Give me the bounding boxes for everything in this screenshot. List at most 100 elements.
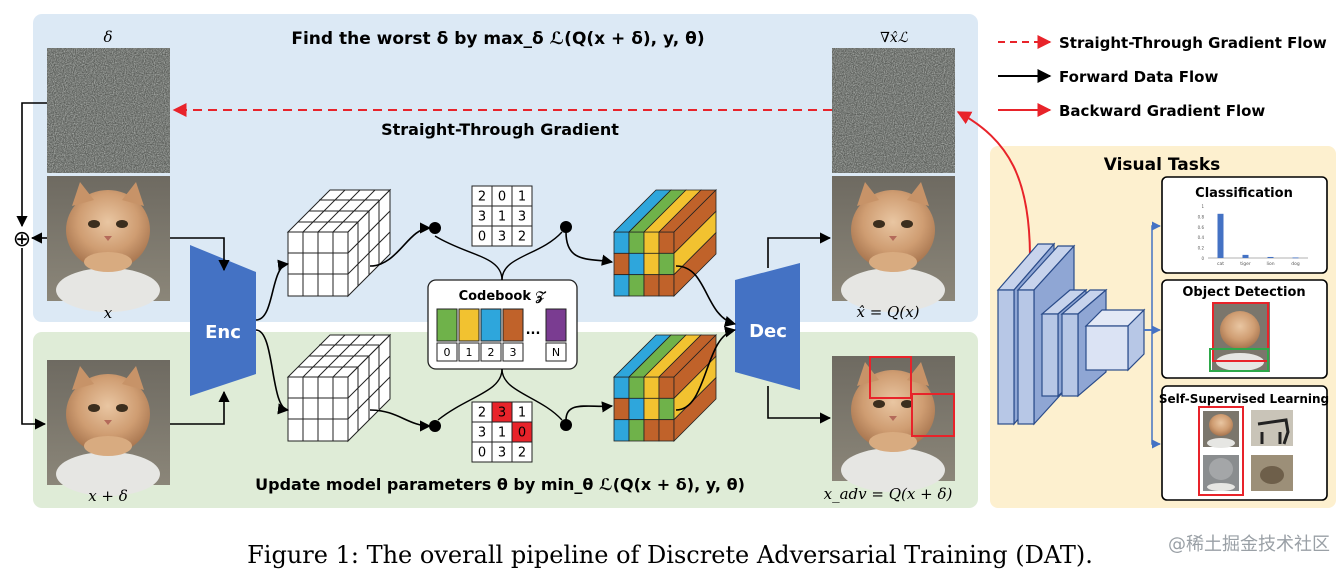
legend-forward-label: Forward Data Flow	[1059, 68, 1218, 86]
codebook-to-bottom-left-link	[437, 368, 503, 421]
classification-ytick: 0.2	[1198, 246, 1205, 251]
codebook-index: 0	[444, 346, 451, 359]
quantized-cell	[613, 376, 630, 399]
codebook-index-cell	[502, 342, 524, 362]
cat-image-x-hat	[832, 176, 955, 312]
straight-through-label: Straight-Through Gradient	[381, 120, 619, 139]
classification-category-label: dog	[1291, 261, 1300, 267]
grid-cell-value: 3	[498, 406, 506, 421]
figure-caption: Figure 1: The overall pipeline of Discre…	[247, 541, 1093, 569]
backward-gradient-arrow	[956, 111, 1031, 259]
codebook-ellipsis: ...	[526, 323, 541, 338]
visual-tasks-title: Visual Tasks	[1104, 155, 1221, 175]
codebook-to-top-left-link	[434, 235, 503, 281]
grid-cell-value: 2	[518, 230, 526, 245]
grid-cell-value: 0	[518, 426, 526, 441]
x-adv-label: x_adv = Q(x + δ)	[824, 485, 953, 503]
top-title: Find the worst δ by max_δ ℒ(Q(x + δ), y,…	[291, 29, 704, 49]
node-to-quantized-top-arrow	[565, 231, 614, 266]
bottom-title: Update model parameters θ by min_θ ℒ(Q(x…	[255, 475, 745, 494]
quantized-cell	[658, 252, 675, 276]
classification-bar-dog	[1292, 257, 1299, 259]
quantized-cell	[643, 397, 660, 421]
classification-title: Classification	[1195, 186, 1293, 201]
quantized-side-face	[673, 376, 717, 442]
quantize-node-bottom-left	[429, 420, 441, 432]
feature-map-top	[286, 188, 392, 298]
grid-cell	[511, 225, 533, 247]
classification-category-label: lion	[1266, 261, 1274, 267]
grid-cell-value: 2	[518, 446, 526, 461]
codebook-code-swatch	[545, 308, 567, 342]
grid-cell-value: 2	[478, 190, 486, 205]
classification-box	[1161, 176, 1328, 274]
classification-ytick: 0	[1201, 256, 1204, 261]
x-plus-delta-label: x + δ	[88, 487, 128, 505]
codebook-code-swatch	[480, 308, 502, 342]
cnn-backbone	[996, 242, 1146, 426]
quantized-cell	[643, 231, 660, 254]
legend: Straight-Through Gradient Flow Forward D…	[998, 34, 1327, 120]
x-plus-delta-to-enc-arrow	[170, 390, 230, 425]
codebook-index: 2	[488, 346, 495, 359]
oplus-to-x-plus-delta-arrow	[21, 248, 47, 430]
features-bottom-to-node-arrow	[369, 409, 432, 432]
quantized-cell	[658, 231, 675, 254]
node-to-quantized-bottom-arrow	[565, 401, 614, 421]
cat-image-x	[47, 176, 170, 312]
gradient-label: ∇x̂ℒ	[880, 30, 909, 46]
codebook-title: Codebook 𝒵	[459, 289, 547, 304]
codebook-code-swatch	[502, 308, 524, 342]
classification-ytick: 0.6	[1198, 225, 1205, 230]
ssl-image-animal	[1251, 455, 1293, 491]
grid-cell-value: 3	[498, 230, 506, 245]
delta-label: δ	[103, 28, 112, 46]
codebook-index-cell	[436, 342, 458, 362]
enc-to-top-features-arrow	[255, 259, 290, 321]
grid-cell-value: 0	[498, 190, 506, 205]
detection-box-cat	[1212, 302, 1269, 362]
object-detection-title: Object Detection	[1182, 285, 1305, 300]
quantized-cell	[628, 419, 645, 442]
quantized-bottom-to-dec-arrow	[675, 326, 737, 411]
adv-red-box-2	[911, 393, 955, 437]
watermark: @稀土掘金技术社区	[1168, 534, 1330, 555]
grid-cell-value: 1	[518, 190, 526, 205]
codebook-code-swatch	[458, 308, 480, 342]
dec-to-x-adv-arrow	[767, 386, 832, 424]
quantized-cell	[628, 397, 645, 421]
quantized-map-top	[613, 189, 717, 297]
codebook-to-top-right-link	[501, 231, 563, 281]
ssl-image-zebra	[1251, 410, 1293, 446]
quantized-cell	[613, 274, 630, 297]
quantized-cell	[613, 397, 630, 421]
quantized-cell	[658, 419, 675, 442]
codebook-index: 3	[510, 346, 517, 359]
classification-ytick: 0.8	[1198, 214, 1205, 219]
quantize-node-bottom-right	[560, 419, 572, 431]
grid-cell-value: 1	[498, 210, 506, 225]
grid-cell	[511, 441, 533, 463]
quantized-cell	[613, 419, 630, 442]
ssl-positive-pair-box	[1198, 406, 1244, 496]
grid-cell-value: 3	[498, 446, 506, 461]
quantized-cell	[628, 274, 645, 297]
quantized-cell	[658, 274, 675, 297]
grid-cell-value: 3	[518, 210, 526, 225]
grid-cell-value: 1	[498, 426, 506, 441]
adv-red-box-1	[869, 356, 912, 399]
classification-bar-lion	[1267, 256, 1274, 258]
classification-category-label: tiger	[1240, 261, 1251, 267]
delta-to-oplus-arrow	[16, 102, 47, 228]
quantize-node-top-right	[560, 221, 572, 233]
gradient-noise-image	[832, 48, 955, 173]
dec-to-x-hat-arrow	[767, 232, 832, 268]
ssl-title: Self-Supervised Learning	[1159, 392, 1329, 406]
quantized-cell	[643, 252, 660, 276]
quantized-side-face	[673, 231, 717, 297]
oplus-symbol: ⊕	[13, 227, 31, 252]
quantized-map-bottom	[613, 334, 717, 442]
